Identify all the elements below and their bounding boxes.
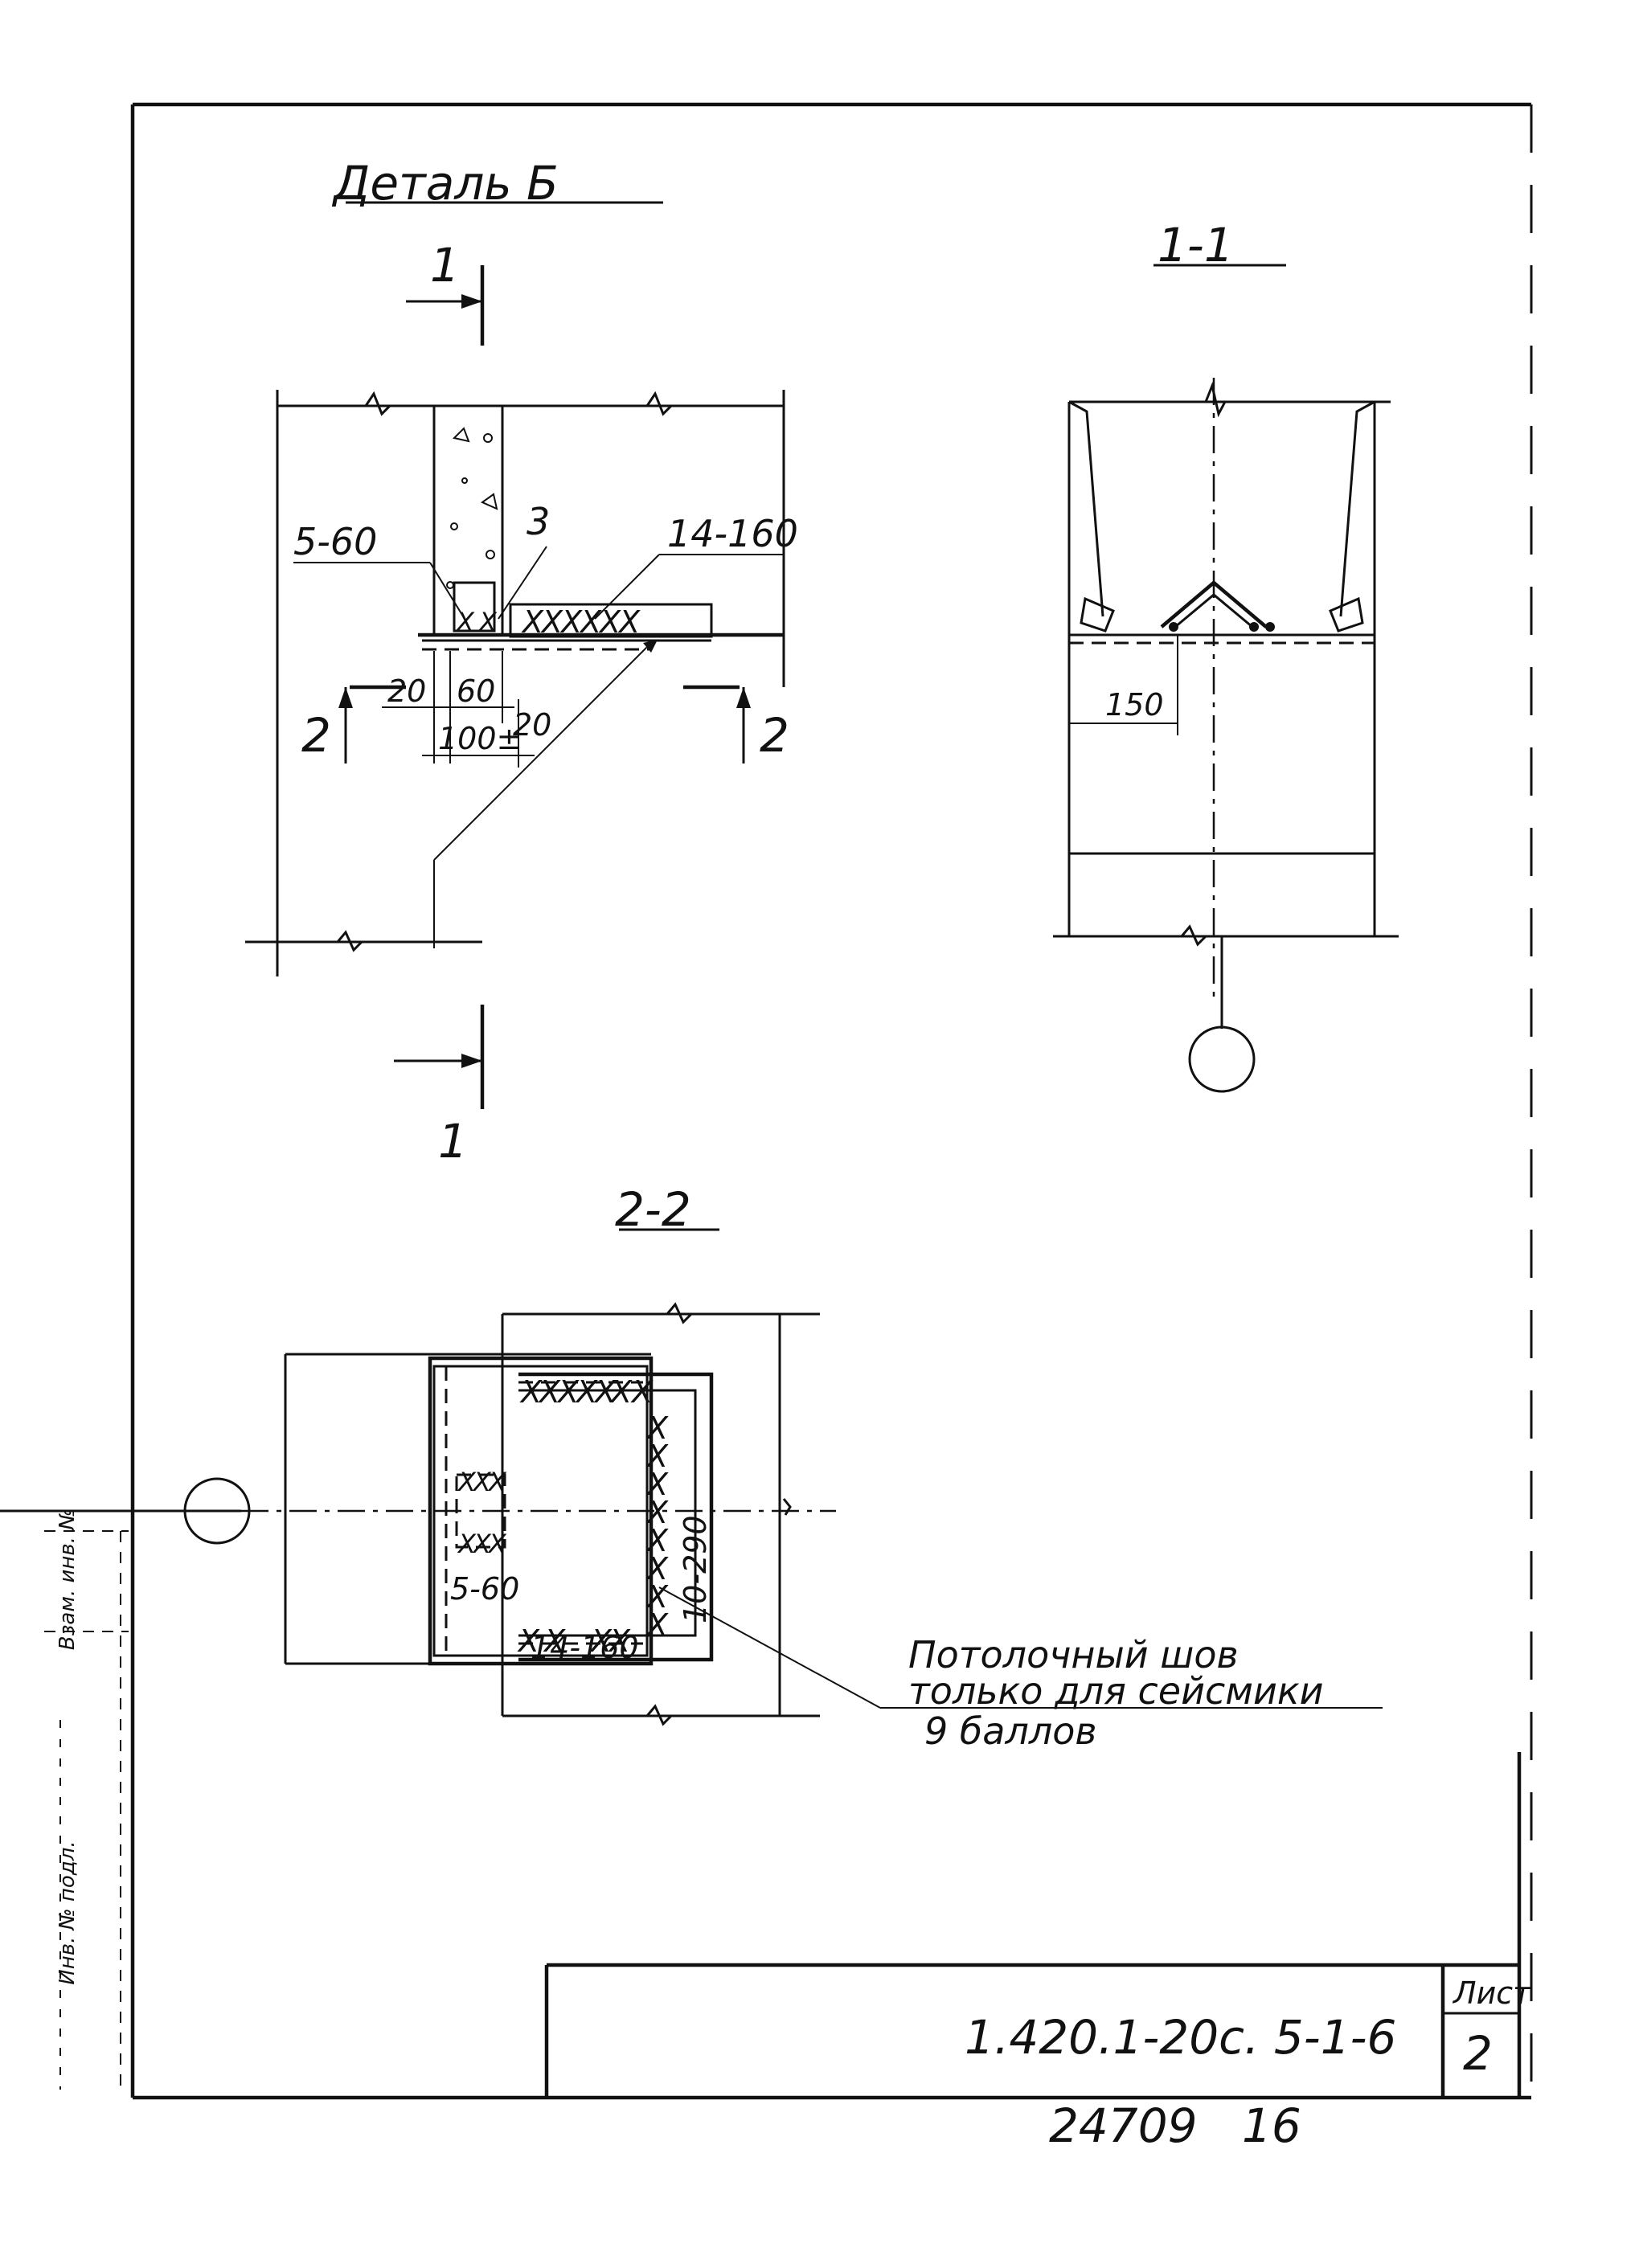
dim-150: 150 bbox=[1105, 687, 1164, 723]
note-line-3: 9 баллов bbox=[924, 1709, 1097, 1753]
detail-dimensions: 20 60 100± 20 bbox=[382, 651, 551, 768]
svg-text:XXXXX: XXXXX bbox=[519, 1374, 617, 1410]
archive-page: 16 bbox=[1242, 2098, 1301, 2153]
grid-axis-bubble-left bbox=[183, 1477, 251, 1545]
svg-text:XXXXXX: XXXXXX bbox=[521, 604, 641, 640]
grid-axis-bubble-top bbox=[1188, 1026, 1256, 1093]
label-2-2-weld-10-290: 10-290 bbox=[678, 1515, 713, 1623]
svg-text:X: X bbox=[477, 607, 498, 637]
cut-label-1-top: 1 bbox=[430, 238, 460, 293]
note-line-1: Потолочный шов bbox=[908, 1633, 1239, 1676]
cut-mark-1-top: 1 bbox=[406, 238, 485, 346]
dim-100: 100± bbox=[438, 721, 522, 756]
svg-text:XXX: XXX bbox=[457, 1467, 507, 1497]
cut-label-2-right: 2 bbox=[760, 708, 789, 763]
weld-column-marks: X X X X X X X X bbox=[645, 1410, 669, 1643]
svg-text:X: X bbox=[645, 1551, 669, 1586]
section-2-2-view: 2-2 XXXXX XX X X XX X X X bbox=[0, 1182, 1383, 1726]
sheet-number: 2 bbox=[1463, 2026, 1493, 2081]
document-designation: 1.420.1-20с. 5-1-6 bbox=[965, 2010, 1396, 2065]
label-2-2-weld-14-160: 14-160 bbox=[531, 1630, 639, 1665]
detail-plan-view: XXXXXX X X 3 5-60 14-160 20 60 100± 20 bbox=[245, 238, 798, 1169]
section-2-2-title: 2-2 bbox=[615, 1182, 691, 1237]
label-weld-14-160: 14-160 bbox=[667, 512, 798, 555]
note-line-2: только для сейсмики bbox=[908, 1669, 1324, 1713]
cut-label-2-left: 2 bbox=[301, 708, 331, 763]
svg-text:X: X bbox=[645, 1410, 669, 1446]
archive-number: 24709 bbox=[1049, 2098, 1198, 2153]
label-weld-5-60: 5-60 bbox=[293, 520, 377, 563]
label-pos-3: 3 bbox=[527, 500, 550, 543]
cut-mark-2-right: 2 bbox=[683, 685, 789, 764]
svg-text:XX: XX bbox=[609, 1374, 654, 1410]
svg-text:X: X bbox=[645, 1467, 669, 1502]
svg-text:X: X bbox=[645, 1607, 669, 1643]
svg-text:X: X bbox=[645, 1579, 669, 1615]
section-1-1-title: 1-1 bbox=[1158, 218, 1234, 272]
side-stamp: Взам. инв. № Инв. № подл. bbox=[44, 1509, 129, 2090]
svg-text:X: X bbox=[645, 1439, 669, 1474]
dim-20-right: 20 bbox=[513, 707, 551, 743]
title-block: 1.420.1-20с. 5-1-6 Лист 2 bbox=[544, 1963, 1532, 2098]
svg-text:X: X bbox=[455, 607, 475, 637]
section-1-1-view: 1-1 150 bbox=[1053, 218, 1399, 1093]
concrete-hatch bbox=[446, 427, 498, 589]
label-2-2-weld-5-60: 5-60 bbox=[450, 1571, 519, 1607]
svg-text:X: X bbox=[645, 1523, 669, 1558]
svg-text:XX: XX bbox=[589, 1623, 631, 1659]
seismic-note: Потолочный шов только для сейсмики 9 бал… bbox=[908, 1633, 1324, 1753]
cut-mark-2-left: 2 bbox=[301, 685, 406, 764]
svg-text:X X: X X bbox=[517, 1623, 566, 1659]
sheet-label: Лист bbox=[1452, 1975, 1532, 2011]
cut-mark-1-bottom: 1 bbox=[394, 1005, 485, 1169]
dim-60: 60 bbox=[457, 673, 495, 709]
detail-title: Деталь Б bbox=[331, 156, 663, 211]
side-stamp-label-b: Взам. инв. № bbox=[55, 1509, 80, 1651]
svg-text:XXX: XXX bbox=[457, 1529, 507, 1559]
dim-20-left: 20 bbox=[387, 673, 426, 709]
svg-text:X: X bbox=[645, 1495, 669, 1530]
side-stamp-label-a: Инв. № подл. bbox=[55, 1840, 80, 1984]
archive-footer: 24709 16 bbox=[1049, 2098, 1301, 2153]
sheet-frame bbox=[130, 102, 1533, 2100]
cut-label-1-bottom: 1 bbox=[438, 1114, 468, 1169]
